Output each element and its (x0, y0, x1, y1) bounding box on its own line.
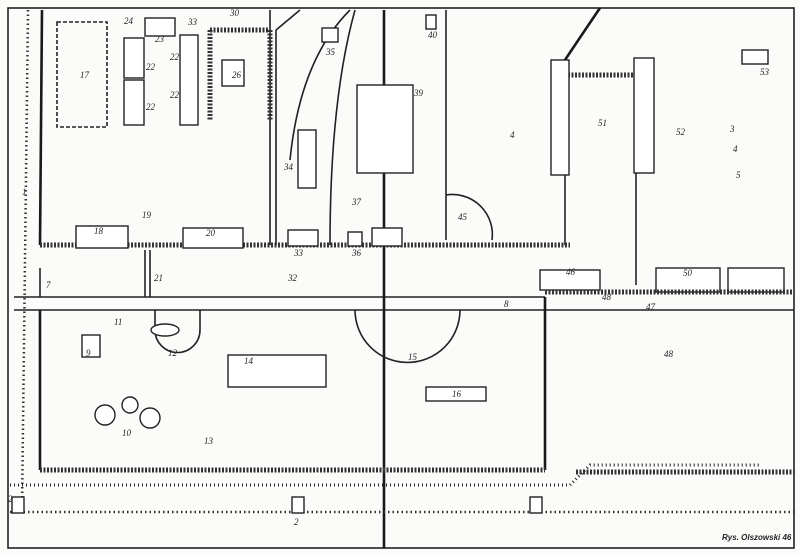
label: 35 (325, 47, 336, 57)
building (371, 227, 403, 247)
path-curve (289, 9, 351, 161)
label: 5 (736, 170, 741, 180)
road (269, 9, 301, 245)
watchtower (529, 496, 543, 514)
label: 23 (155, 34, 165, 44)
enclosure-26 (207, 27, 273, 120)
label: 18 (94, 226, 104, 236)
track-curve (563, 7, 602, 61)
label: 21 (154, 273, 163, 283)
label: 22 (146, 62, 156, 72)
label: 45 (458, 212, 468, 222)
building-26 (221, 59, 245, 87)
tank-icon (150, 323, 180, 337)
outer-fence-left (20, 9, 30, 511)
label: 30 (229, 8, 240, 18)
building-50 (655, 267, 721, 293)
label: 13 (204, 436, 214, 446)
label: 4 (733, 144, 738, 154)
barrack-west (550, 59, 570, 176)
label: 52 (676, 127, 686, 137)
label: 7 (46, 280, 51, 290)
label: 53 (760, 67, 770, 77)
building-53 (741, 49, 769, 65)
label: 2 (8, 494, 13, 504)
label: 8 (504, 299, 509, 309)
label: 16 (452, 389, 462, 399)
shelter-16 (425, 386, 487, 402)
area-15 (354, 309, 461, 364)
path-curve (329, 9, 356, 246)
umbrella (121, 396, 139, 414)
building-35 (321, 27, 339, 43)
building-14 (227, 354, 327, 388)
building-33 (287, 229, 319, 247)
barrack (179, 34, 199, 126)
label: 48 (602, 292, 612, 302)
artist-signature: Rys. Olszowski 46 (722, 533, 792, 542)
label: 26 (232, 70, 242, 80)
building-complex (356, 84, 414, 174)
chapel-40 (425, 14, 437, 30)
label: 19 (142, 210, 152, 220)
label: 1 (22, 187, 27, 197)
umbrella (94, 404, 116, 426)
label: 9 (86, 348, 91, 358)
label: 15 (408, 352, 418, 362)
railway (10, 463, 760, 487)
label: 51 (598, 118, 607, 128)
building-20 (182, 227, 244, 249)
label: 10 (122, 428, 132, 438)
label: 39 (413, 88, 424, 98)
umbrella (139, 407, 161, 429)
label: 3 (729, 124, 735, 134)
label: 20 (206, 228, 216, 238)
gate-36 (347, 231, 363, 247)
label: 47 (646, 302, 656, 312)
label: 48 (664, 349, 674, 359)
label: 50 (683, 268, 693, 278)
label: 37 (351, 197, 362, 207)
label: 22 (170, 52, 180, 62)
building (727, 267, 785, 293)
area-45 (445, 193, 494, 241)
barrack-east (633, 57, 655, 174)
label: 24 (124, 16, 134, 26)
map-labels: 17 24 23 33 30 26 22 22 22 22 35 34 37 3… (8, 8, 770, 527)
barrack (123, 37, 145, 79)
label: 14 (244, 356, 254, 366)
label: 36 (351, 248, 362, 258)
field-17 (56, 21, 108, 128)
map-border (7, 7, 795, 549)
watchtower (11, 496, 25, 514)
label: 2 (294, 517, 299, 527)
area-12 (154, 310, 201, 354)
inner-fence-left (38, 9, 44, 246)
label: 22 (146, 102, 156, 112)
label: 22 (170, 90, 180, 100)
label: 40 (428, 30, 438, 40)
watchtower (291, 496, 305, 514)
label: 11 (114, 317, 122, 327)
label: 12 (168, 348, 178, 358)
building-9 (81, 334, 101, 358)
label: 33 (293, 248, 304, 258)
building-23 (144, 17, 176, 37)
building-34 (297, 129, 317, 189)
label: 33 (187, 17, 198, 27)
label: 46 (566, 267, 576, 277)
label: 32 (287, 273, 298, 283)
label: 17 (80, 70, 90, 80)
label: 4 (510, 130, 515, 140)
barrack (123, 79, 145, 126)
label: 34 (283, 162, 294, 172)
building-18 (75, 225, 129, 249)
